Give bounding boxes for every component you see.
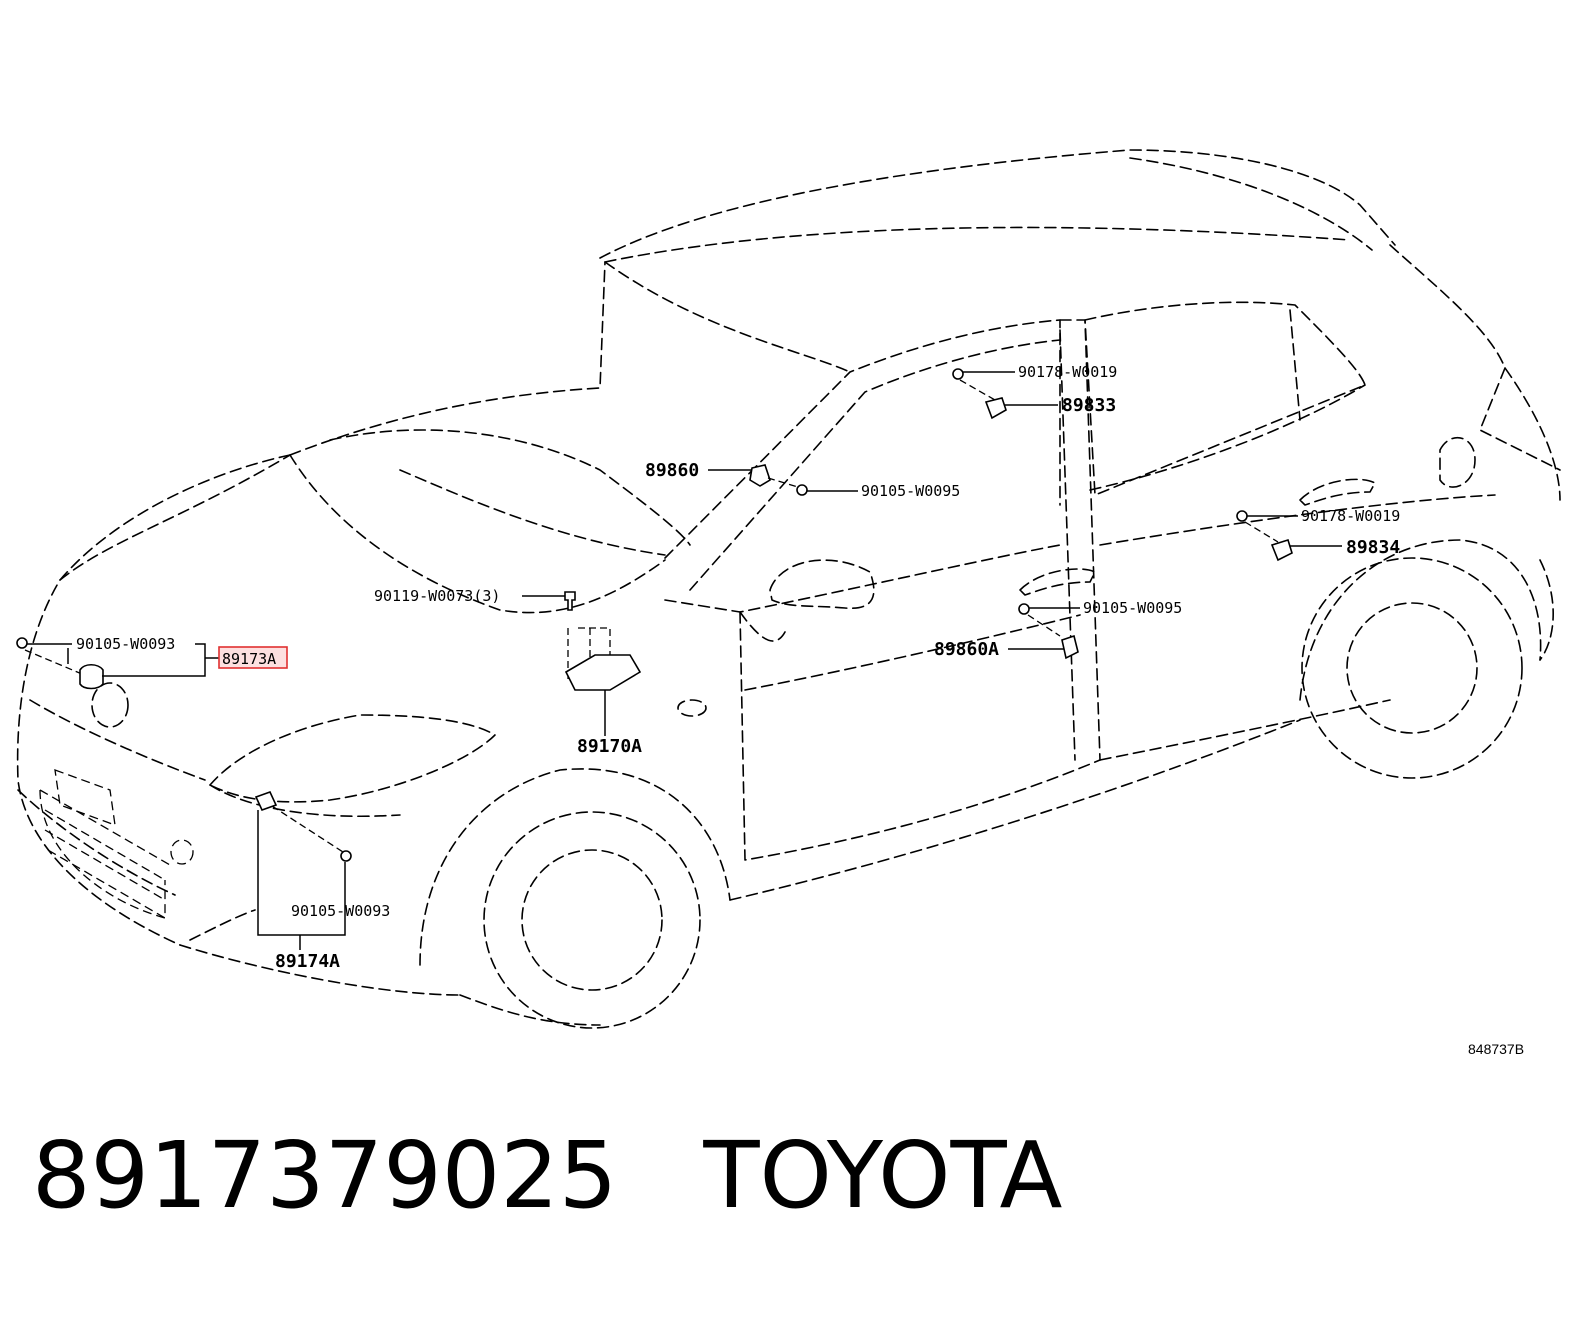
brand-name: TOYOTA — [703, 1122, 1063, 1229]
part-number: 8917379025 — [32, 1122, 618, 1229]
callout-89860: 89860 — [645, 460, 699, 481]
callout-90178-w0019-lower: 90178-W0019 — [1301, 507, 1400, 525]
highlighted-part-box — [218, 646, 288, 669]
callout-89833: 89833 — [1062, 395, 1116, 416]
callout-89860a: 89860A — [934, 639, 999, 660]
car-outline — [16, 149, 1561, 1029]
callout-90105-w0093-upper: 90105-W0093 — [76, 635, 175, 653]
callout-90105-w0095-lower: 90105-W0095 — [1083, 599, 1182, 617]
callout-89174a: 89174A — [275, 951, 340, 972]
parts-diagram: 90178-W0019 89833 89860 90105-W0095 9017… — [16, 149, 1561, 1057]
diagram-reference-code: 848737B — [1468, 1041, 1524, 1057]
callout-89173a: 89173A — [222, 650, 276, 668]
callout-89834: 89834 — [1346, 537, 1400, 558]
callout-90178-w0019-upper: 90178-W0019 — [1018, 363, 1117, 381]
callout-90105-w0093-lower: 90105-W0093 — [291, 902, 390, 920]
callout-89170a: 89170A — [577, 736, 642, 757]
callout-90119-w0073: 90119-W0073(3) — [374, 587, 500, 605]
callout-90105-w0095-upper: 90105-W0095 — [861, 482, 960, 500]
leader-lines — [16, 368, 1342, 950]
callout-labels: 90178-W0019 89833 89860 90105-W0095 9017… — [76, 363, 1524, 1057]
